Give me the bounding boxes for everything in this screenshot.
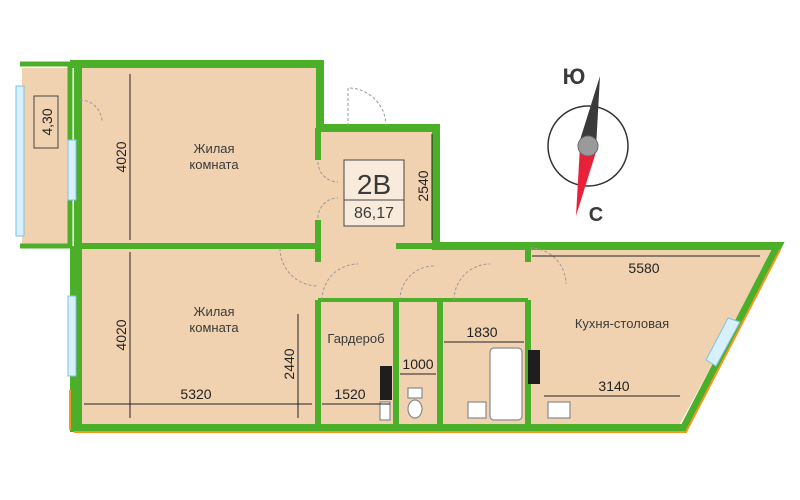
wardrobe-label: Гардероб [327,331,384,346]
radiator-wc-icon [380,366,392,400]
radiator-kitchen-icon [528,350,540,384]
outer-edge-accent [74,249,781,433]
wardrobe-door [321,263,359,301]
compass: Ю С [547,64,629,226]
compass-ring [547,105,629,187]
bath-door [453,263,491,301]
apartment-badge [343,159,405,227]
toilet-icon [407,399,423,419]
compass-south-label: Ю [563,64,586,89]
room1-label-line1: Жилая [193,141,234,156]
floor-fill [22,68,776,424]
kitchen-label: Кухня-столовая [575,316,669,331]
walls [20,60,785,432]
toilet-tank-icon [407,387,423,399]
wc-door [399,265,435,301]
compass-hub [577,135,599,157]
room1-window [67,139,77,201]
dim-room2-height: 4020 [113,319,129,350]
kitchen-floor [528,246,776,424]
dim-wc: 1000 [402,356,433,372]
balcony-area-box [33,95,59,149]
compass-needle-north [576,146,596,216]
windows [15,85,741,377]
compass-needle-south [580,76,600,148]
living-room-1-floor [80,68,320,246]
room2-label-line1: Жилая [193,304,234,319]
bathtub-icon [489,347,523,421]
dim-room2-inner: 2440 [281,348,297,379]
compass-north-label: С [589,204,603,226]
dim-room2-width: 5320 [180,386,211,402]
balcony-window [15,85,25,237]
dim-wardrobe: 1520 [334,386,365,402]
dim-kitchen-bottom: 3140 [598,378,629,394]
balcony-floor [22,68,70,244]
room2-label-line2: комната [189,320,239,335]
kitchen-sink-icon [547,401,571,419]
living-room-2-floor [80,246,320,424]
dim-bath: 1830 [466,324,497,340]
plumbing [379,347,571,421]
hall-wardrobe-doors [317,161,339,219]
balcony-area: 4,30 [39,108,55,135]
room1-label-line2: комната [189,157,239,172]
dim-room1-height: 4020 [113,141,129,172]
dimension-lines [84,74,760,418]
dim-kitchen-top: 5580 [628,260,659,276]
room2-window [67,295,77,377]
wc-washer-icon [379,401,391,421]
room2-door [279,247,319,287]
balcony-door [79,99,103,123]
sink-icon [467,401,487,419]
apartment-area: 86,17 [354,205,394,222]
kitchen-window [705,317,741,367]
radiators [380,350,540,400]
dim-hall-height: 2540 [415,170,431,201]
doors [79,87,567,301]
entrance-door [347,87,387,127]
kitchen-door [529,247,567,285]
apartment-type: 2В [357,169,391,200]
